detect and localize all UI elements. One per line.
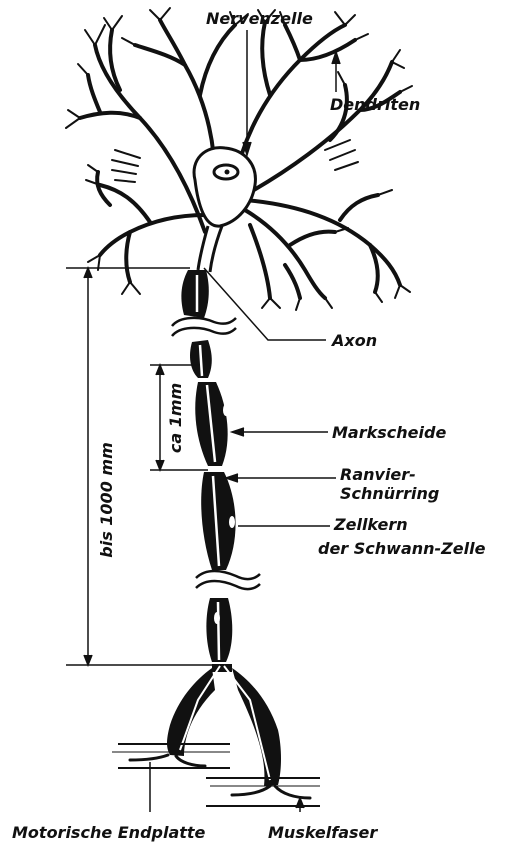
label-nervenzelle: Nervenzelle [206, 9, 313, 28]
motor-end-plates [130, 755, 310, 798]
nucleolus [225, 170, 230, 175]
label-ca-1mm: ca 1mm [166, 383, 185, 453]
label-zellkern-line1: Zellkern [333, 515, 408, 534]
label-ranvier-line2: Schnürring [340, 484, 439, 503]
label-markscheide: Markscheide [332, 423, 446, 442]
axon-hillock [198, 226, 222, 272]
muscle-fibers [112, 744, 320, 806]
label-muskelfaser: Muskelfaser [268, 823, 378, 842]
label-zellkern-line2: der Schwann-Zelle [318, 539, 486, 558]
label-ranvier-line1: Ranvier- [340, 465, 416, 484]
label-axon: Axon [330, 331, 377, 350]
cell-body [194, 148, 255, 227]
label-dendriten: Dendriten [330, 95, 420, 114]
label-bis-1000mm: bis 1000 mm [97, 442, 116, 557]
label-motorische-endplatte: Motorische Endplatte [12, 823, 206, 842]
